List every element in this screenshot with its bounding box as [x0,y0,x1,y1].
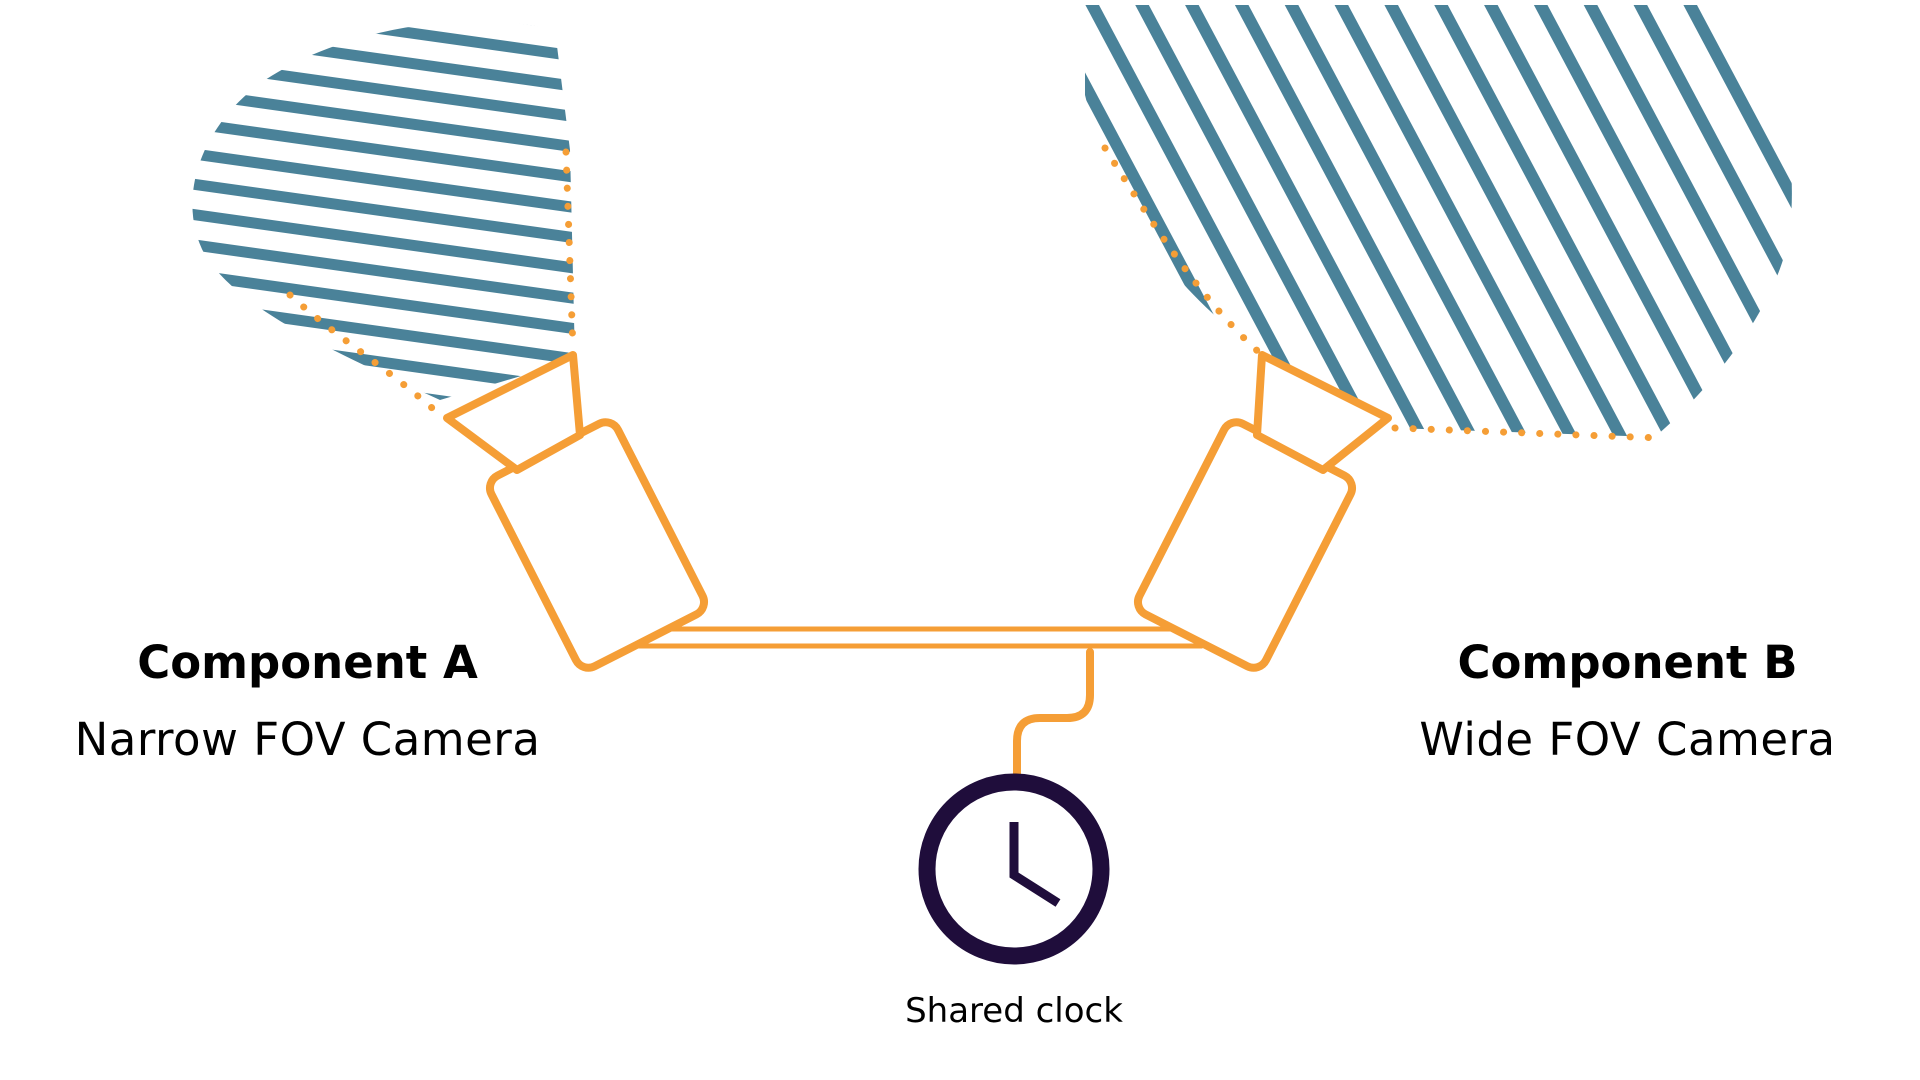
wide-fov-area [1085,5,1792,437]
shared-clock-label: Shared clock [905,991,1123,1031]
wide-camera-icon [1133,351,1392,672]
clock-cable [1013,648,1094,784]
narrow-camera-icon [443,351,709,672]
component-a-subtitle: Narrow FOV Camera [74,713,541,766]
component-b-title: Component B [1457,636,1798,689]
camera-mount-bar [637,626,1203,649]
wide-fov-boundary [1101,144,1664,442]
narrow-fov-area [192,21,575,401]
clock-icon [918,773,1110,965]
narrow-fov-boundary [286,148,577,419]
component-a-title: Component A [137,636,478,689]
component-b-subtitle: Wide FOV Camera [1419,713,1836,766]
